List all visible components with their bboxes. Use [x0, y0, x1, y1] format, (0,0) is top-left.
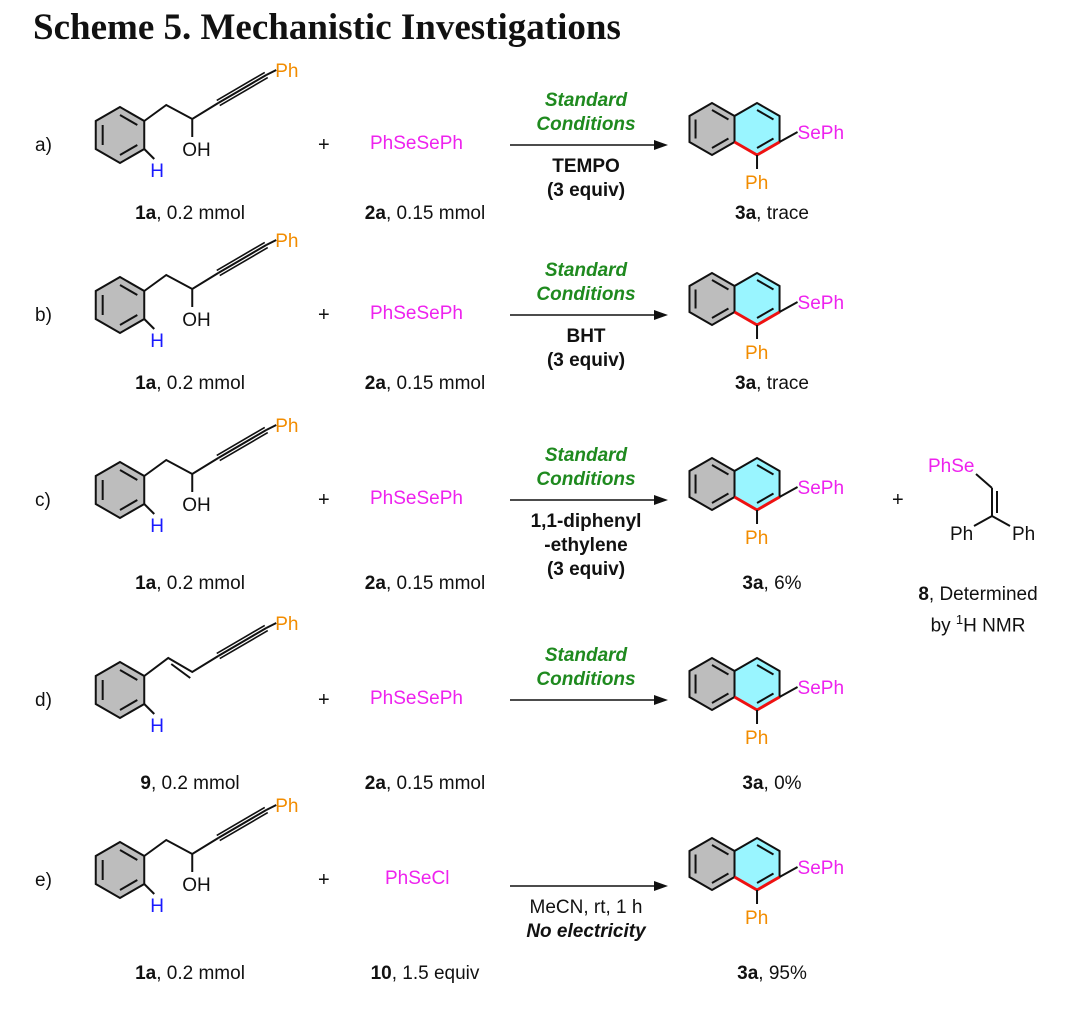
phenyl-label: Ph	[745, 343, 768, 364]
phenyl-label: Ph	[745, 528, 768, 549]
substrate-label: 1a, 0.2 mmol	[135, 573, 245, 594]
hydrogen-label: H	[150, 161, 164, 182]
reaction-arrow	[510, 140, 668, 150]
substrate-label: 9, 0.2 mmol	[140, 773, 240, 794]
conditions-bottom-line: (3 equiv)	[546, 559, 626, 580]
conditions-top-line: Standard	[544, 645, 628, 666]
product-label: 3a, 0%	[742, 773, 802, 794]
conditions-top-line: Conditions	[536, 669, 636, 690]
substrate-label: 1a, 0.2 mmol	[135, 963, 245, 984]
hydroxyl-label: OH	[182, 140, 211, 161]
hydroxyl-label: OH	[182, 875, 211, 896]
row-letter: d)	[35, 690, 52, 711]
starting-material-structure: H Ph	[94, 614, 298, 737]
row-letter: e)	[35, 870, 52, 891]
starting-material-structure: H OH Ph	[94, 416, 298, 537]
phenyl-label: Ph	[275, 231, 298, 252]
plus-sign: +	[318, 689, 330, 711]
phenyl-label: Ph	[745, 908, 768, 929]
hydrogen-label: H	[150, 331, 164, 352]
row-letter: a)	[35, 135, 52, 156]
reagent-formula: PhSeSePh	[370, 688, 463, 709]
seph-label: SePh	[798, 678, 844, 699]
product-label: 3a, trace	[735, 203, 809, 224]
conditions-bottom-line: No electricity	[526, 921, 646, 942]
hydrogen-label: H	[150, 896, 164, 917]
phenyl-right-label: Ph	[1012, 524, 1035, 545]
reagent-label: 2a, 0.15 mmol	[364, 573, 486, 594]
starting-material-structure: H OH Ph	[94, 796, 298, 917]
row-letter: b)	[35, 305, 52, 326]
plus-sign: +	[318, 304, 330, 326]
conditions-bottom-line: TEMPO	[552, 156, 620, 177]
reaction-arrow	[510, 495, 668, 505]
phenyl-label: Ph	[275, 614, 298, 635]
substrate-label: 1a, 0.2 mmol	[135, 373, 245, 394]
scheme-title: Scheme 5. Mechanistic Investigations	[33, 7, 621, 48]
substrate-label: 1a, 0.2 mmol	[135, 203, 245, 224]
reaction-arrow	[510, 695, 668, 705]
conditions-top-line: Conditions	[536, 469, 636, 490]
reaction-arrow	[510, 310, 668, 320]
starting-material-structure: H OH Ph	[94, 231, 298, 352]
hydrogen-label: H	[150, 716, 164, 737]
phenyl-left-label: Ph	[950, 524, 973, 545]
phenyl-label: Ph	[275, 61, 298, 82]
phse-label: PhSe	[928, 456, 974, 477]
phenyl-label: Ph	[275, 796, 298, 817]
conditions-bottom-line: -ethylene	[544, 535, 628, 556]
row-letter: c)	[35, 490, 51, 511]
reagent-formula: PhSeSePh	[370, 303, 463, 324]
reagent-formula: PhSeCl	[385, 868, 450, 889]
reagent-formula: PhSeSePh	[370, 488, 463, 509]
product-label: 3a, 95%	[737, 963, 807, 984]
plus-sign: +	[318, 489, 330, 511]
seph-label: SePh	[798, 293, 844, 314]
phenyl-label: Ph	[275, 416, 298, 437]
reagent-label: 2a, 0.15 mmol	[364, 203, 486, 224]
byproduct-label: 8, Determined	[918, 584, 1038, 605]
hydrogen-label: H	[150, 516, 164, 537]
conditions-bottom-line: (3 equiv)	[546, 180, 626, 201]
reagent-label: 10, 1.5 equiv	[370, 963, 480, 984]
seph-label: SePh	[798, 123, 844, 144]
byproduct-label-nmr: by 1H NMR	[930, 612, 1026, 637]
reaction-arrow	[510, 881, 668, 891]
conditions-top-line: Standard	[544, 445, 628, 466]
conditions-bottom-line: 1,1-diphenyl	[530, 511, 642, 532]
conditions-bottom-line: (3 equiv)	[546, 350, 626, 371]
conditions-top-line: Standard	[544, 260, 628, 281]
conditions-top-line: Conditions	[536, 114, 636, 135]
reagent-label: 2a, 0.15 mmol	[364, 773, 486, 794]
seph-label: SePh	[798, 478, 844, 499]
plus-sign: +	[892, 489, 904, 511]
reagent-label: 2a, 0.15 mmol	[364, 373, 486, 394]
conditions-top-line: Conditions	[536, 284, 636, 305]
phenyl-label: Ph	[745, 173, 768, 194]
starting-material-structure: H OH Ph	[94, 61, 298, 182]
conditions-top-line: Standard	[544, 90, 628, 111]
conditions-bottom-line: MeCN, rt, 1 h	[529, 897, 643, 918]
seph-label: SePh	[798, 858, 844, 879]
conditions-bottom-line: BHT	[566, 326, 606, 347]
phenyl-label: Ph	[745, 728, 768, 749]
hydroxyl-label: OH	[182, 310, 211, 331]
reagent-formula: PhSeSePh	[370, 133, 463, 154]
plus-sign: +	[318, 869, 330, 891]
product-label: 3a, trace	[735, 373, 809, 394]
hydroxyl-label: OH	[182, 495, 211, 516]
product-label: 3a, 6%	[742, 573, 802, 594]
plus-sign: +	[318, 134, 330, 156]
